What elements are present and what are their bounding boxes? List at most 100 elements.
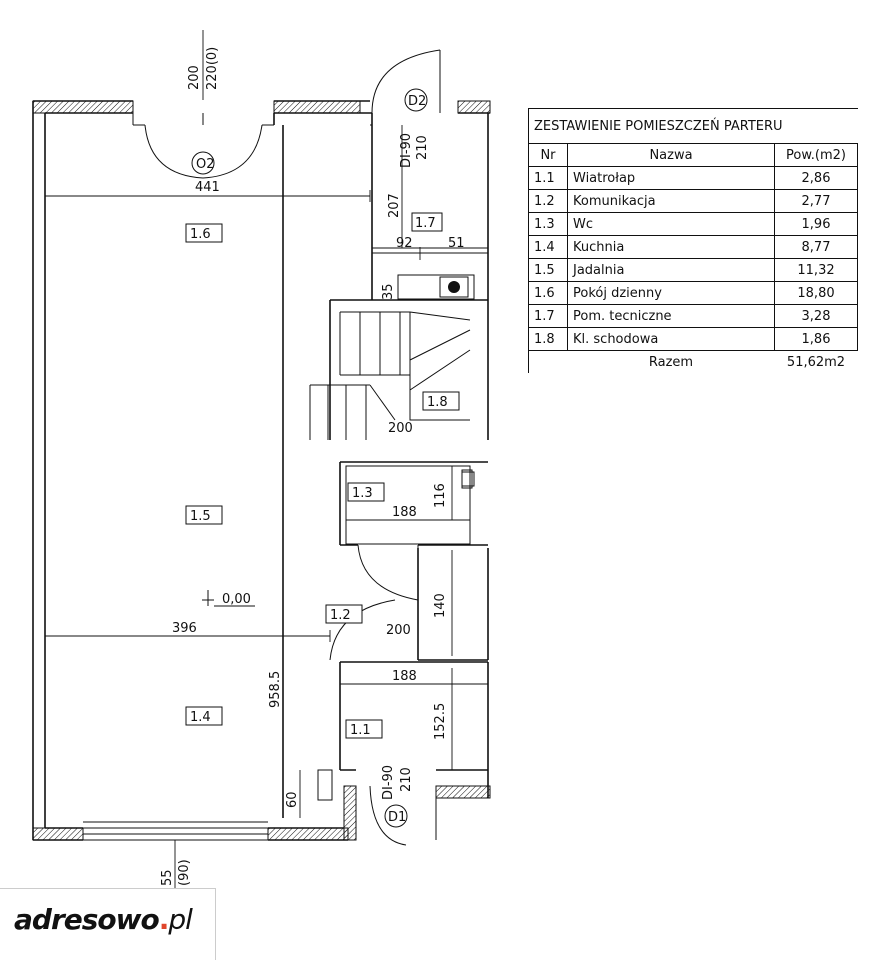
- door-tag-o2-circle: [191, 151, 215, 175]
- room-schedule: ZESTAWIENIE POMIESZCZEŃ PARTERU Nr Nazwa…: [528, 108, 858, 373]
- dim-140: 140: [433, 593, 448, 618]
- logo-tld: pl: [168, 903, 193, 936]
- schedule-header-row: Nr Nazwa Pow.(m2): [528, 143, 858, 167]
- header-nr: Nr: [528, 143, 568, 167]
- door-tag-d1-circle: [384, 804, 408, 828]
- header-name: Nazwa: [567, 143, 775, 167]
- dim-188-vest: 188: [392, 669, 417, 684]
- room-box-1-3: [347, 482, 385, 502]
- door-code-bot: DI-90: [381, 765, 396, 800]
- dim-152: 152.5: [433, 703, 448, 740]
- door-tag-d1: D1: [388, 810, 406, 825]
- door-swing-wc: [357, 544, 419, 601]
- row-name: Pom. tecniczne: [567, 304, 775, 328]
- row-area: 8,77: [774, 235, 858, 259]
- row-area: 2,86: [774, 166, 858, 190]
- dim-line-92-51: [372, 247, 488, 260]
- boiler-icon: [448, 281, 460, 293]
- wall-top-left: [32, 100, 134, 114]
- row-nr: 1.4: [528, 235, 568, 259]
- room-box-1-4: [185, 706, 223, 726]
- tech-room-walls: [371, 112, 490, 300]
- schedule-title: ZESTAWIENIE POMIESZCZEŃ PARTERU: [528, 108, 858, 144]
- room-label-1-6: 1.6: [190, 227, 211, 242]
- room-box-1-8: [422, 391, 460, 411]
- header-area: Pow.(m2): [774, 143, 858, 167]
- row-name: Komunikacja: [567, 189, 775, 213]
- dim-top-220: 220(0): [205, 47, 220, 90]
- room-label-1-2: 1.2: [330, 608, 351, 623]
- room-box-1-7: [411, 212, 443, 232]
- dim-200-hall: 200: [386, 623, 411, 638]
- room-label-1-3: 1.3: [352, 486, 373, 501]
- door-tag-d2: D2: [408, 94, 426, 109]
- row-nr: 1.1: [528, 166, 568, 190]
- row-nr: 1.3: [528, 212, 568, 236]
- level-value: 0,00: [222, 592, 251, 607]
- row-area: 11,32: [774, 258, 858, 282]
- dim-188-wc: 188: [392, 505, 417, 520]
- row-nr: 1.8: [528, 327, 568, 351]
- door-height-top: 210: [415, 135, 430, 160]
- schedule-total-row: Razem 51,62m2: [528, 350, 858, 373]
- dim-116: 116: [433, 483, 448, 508]
- dim-90: (90): [177, 859, 192, 886]
- row-name: Kuchnia: [567, 235, 775, 259]
- door-swing-top: [133, 113, 274, 179]
- outlet-entry: [317, 769, 333, 801]
- room-label-1-8: 1.8: [427, 395, 448, 410]
- room-box-1-2: [325, 604, 363, 624]
- row-name: Wiatrołap: [567, 166, 775, 190]
- row-nr: 1.6: [528, 281, 568, 305]
- door-swing-d1: [369, 785, 437, 846]
- wall-bottom-right: [267, 827, 349, 841]
- dim-441: 441: [195, 180, 220, 195]
- row-name: Jadalnia: [567, 258, 775, 282]
- room-label-1-7: 1.7: [415, 216, 436, 231]
- dim-51: 51: [448, 236, 465, 251]
- door-tag-o2: O2: [196, 157, 215, 172]
- door-height-bot: 210: [399, 767, 414, 792]
- room-box-1-6: [185, 223, 223, 243]
- door-tag-d2-circle: [404, 88, 428, 112]
- dim-60: 60: [285, 791, 300, 808]
- wc-walls: [339, 461, 488, 546]
- logo-dot: .: [158, 903, 170, 936]
- dim-line-396: [44, 630, 331, 642]
- row-name: Pokój dzienny: [567, 281, 775, 305]
- door-swing-d2: [371, 49, 441, 114]
- dim-396: 396: [172, 621, 197, 636]
- wall-top-right: [273, 100, 361, 114]
- logo-text: adresowo.pl: [14, 903, 193, 936]
- row-nr: 1.5: [528, 258, 568, 282]
- stair-walls: [329, 299, 489, 440]
- dim-207: 207: [387, 193, 402, 218]
- total-label: Razem: [648, 354, 694, 370]
- outer-wall-top: [33, 100, 372, 114]
- boiler-unit: [397, 274, 475, 300]
- room-box-1-5: [185, 505, 223, 525]
- outer-wall-left: [32, 101, 46, 840]
- wall-bottom-left: [32, 827, 84, 841]
- row-area: 2,77: [774, 189, 858, 213]
- total-value: 51,62m2: [786, 354, 846, 370]
- stair-treads: [309, 311, 471, 440]
- vestibule-walls: [339, 661, 489, 798]
- window-bottom: [83, 821, 268, 841]
- dim-958: 958.5: [268, 671, 283, 708]
- adresowo-logo[interactable]: adresowo.pl: [0, 888, 216, 960]
- outlet-wc: [461, 469, 473, 489]
- row-area: 1,86: [774, 327, 858, 351]
- outer-wall-bottom: [33, 827, 348, 841]
- room-schedule-table: ZESTAWIENIE POMIESZCZEŃ PARTERU Nr Nazwa…: [528, 108, 858, 373]
- row-area: 18,80: [774, 281, 858, 305]
- boiler-core: [439, 276, 469, 298]
